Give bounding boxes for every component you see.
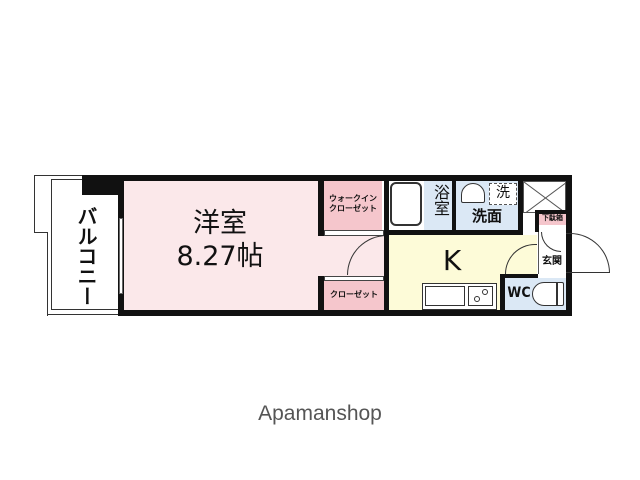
bathroom-label: 浴室	[431, 184, 450, 216]
entrance-wall-left	[535, 210, 539, 232]
front-door[interactable]	[566, 233, 610, 273]
outer-wall-bottom	[118, 310, 572, 316]
kitchen-label: K	[442, 244, 462, 277]
bath-wall	[452, 181, 456, 230]
shoe-cabinet	[539, 214, 566, 225]
closet-door[interactable]	[324, 276, 384, 281]
walk-in-closet	[324, 181, 382, 231]
closet-wall-left	[318, 276, 324, 312]
entrance-label: 玄関	[542, 256, 562, 267]
balcony-window[interactable]	[119, 218, 123, 294]
bathtub	[390, 182, 422, 226]
washer-space	[489, 183, 517, 205]
outer-wall-top	[82, 175, 572, 181]
washer-label: 洗	[496, 185, 510, 201]
wc-wall	[500, 274, 505, 312]
corner-block	[82, 175, 124, 195]
closet	[324, 281, 384, 310]
balcony-notch	[34, 232, 48, 316]
balcony-inner	[51, 179, 121, 310]
brand-name: Apamanshop	[258, 402, 382, 425]
wic-wall-left	[318, 181, 324, 236]
burner-2	[482, 289, 488, 295]
wic-label-line1: ウォークイン	[329, 194, 377, 203]
wic-label-line2: クローゼット	[329, 204, 377, 213]
wash-basin	[461, 183, 485, 203]
cross-icon	[524, 182, 565, 212]
kitchen-wall-left	[384, 181, 389, 312]
kitchen-wall-top	[389, 230, 523, 235]
shoe-cabinet-label: 下駄箱	[542, 214, 563, 222]
washroom-label: 洗面	[471, 207, 502, 225]
kitchen-sink	[425, 286, 465, 306]
balcony-label: バルコニー	[74, 206, 98, 306]
toilet-tank	[556, 282, 558, 306]
bathroom-floor	[424, 181, 452, 230]
stove	[468, 286, 493, 306]
closet-label: クローゼット	[330, 290, 378, 299]
western-room-size: 8.27帖	[176, 241, 264, 272]
storage-x	[523, 181, 566, 213]
wic-door[interactable]	[324, 230, 384, 236]
western-room-label: 洋室	[193, 208, 247, 239]
toilet	[532, 282, 564, 306]
washroom-wall-right	[518, 181, 523, 236]
wc-wall-top	[500, 274, 538, 278]
western-room	[124, 181, 319, 310]
wc-label: WC	[507, 285, 531, 301]
burner-1	[474, 296, 480, 302]
entrance-wall-top	[535, 210, 566, 214]
